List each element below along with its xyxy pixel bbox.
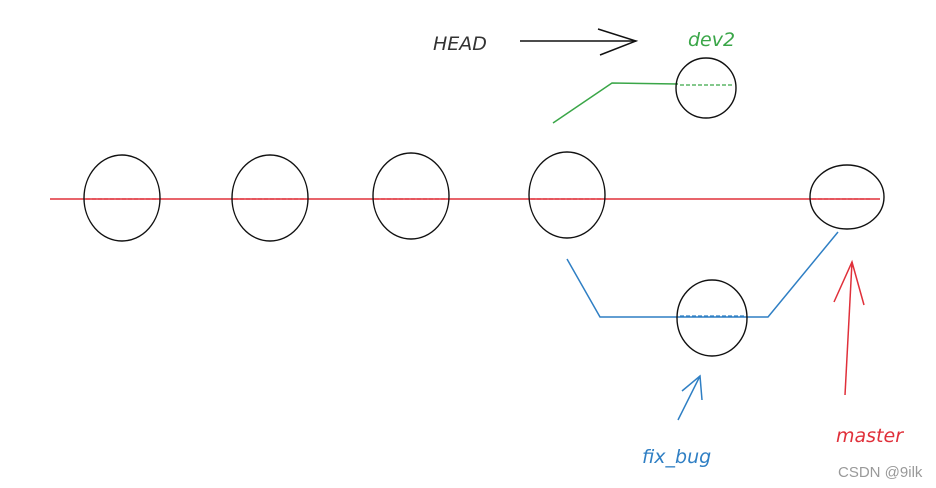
dev2-commit-node <box>675 57 737 119</box>
dev2-label: dev2 <box>688 29 735 51</box>
head-label: HEAD <box>433 33 487 55</box>
commit-node <box>528 151 606 239</box>
commit-node <box>83 154 161 242</box>
fix-bug-arrow <box>677 374 703 421</box>
master-commit-node <box>809 164 885 230</box>
fix-bug-commit-node <box>676 279 748 357</box>
master-arrow <box>833 259 865 396</box>
commit-node <box>231 154 309 242</box>
master-label: master <box>836 425 904 447</box>
fix-bug-branch-line <box>566 231 839 318</box>
commit-node <box>372 152 450 240</box>
fix-bug-label: fix_bug <box>642 446 711 468</box>
dev2-branch-line <box>552 82 679 124</box>
head-arrow <box>520 28 639 56</box>
watermark: CSDN @9ilk <box>838 464 923 481</box>
